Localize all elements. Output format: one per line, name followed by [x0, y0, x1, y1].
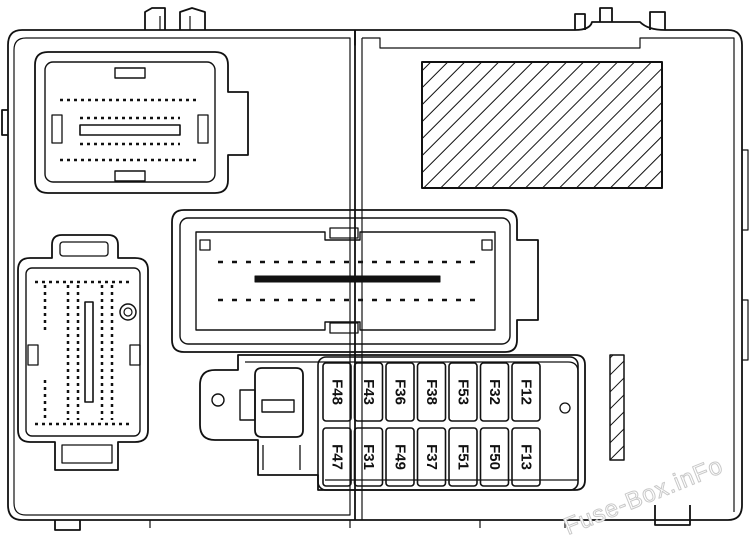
connector-left [17, 234, 149, 471]
fuse-slot [353, 427, 384, 487]
hatched-area [421, 61, 663, 189]
fuse-slot [416, 427, 447, 487]
fuse-slot [448, 427, 478, 487]
fuse-label: F31 [360, 444, 377, 470]
fuse-f13: F13 [511, 427, 541, 487]
fuse-f31: F31 [353, 427, 384, 487]
fuse-label: F43 [360, 379, 377, 405]
fuse-slot [353, 362, 384, 422]
fuse-slot [322, 427, 352, 487]
fuse-label: F38 [423, 379, 440, 405]
connector-center [171, 209, 539, 353]
fuse-label: F37 [423, 444, 440, 470]
fuse-slot [385, 427, 415, 487]
fuse-label: F48 [329, 379, 346, 405]
fuse-slot [511, 427, 541, 487]
fuse-label: F53 [455, 379, 472, 405]
fuse-f51: F51 [448, 427, 478, 487]
fuse-label: F49 [392, 444, 409, 470]
fuse-label: F13 [518, 444, 535, 470]
fuse-f32: F32 [479, 362, 510, 422]
fuse-slot [385, 362, 415, 422]
fuse-f43: F43 [353, 362, 384, 422]
fuse-slot [448, 362, 478, 422]
connector-top-left [34, 51, 249, 194]
fuse-f12: F12 [511, 362, 541, 422]
fuse-f48: F48 [322, 362, 352, 422]
fuse-slot [511, 362, 541, 422]
fuse-f38: F38 [416, 362, 447, 422]
fuse-label: F36 [392, 379, 409, 405]
fuse-label: F32 [486, 379, 503, 405]
fuse-f36: F36 [385, 362, 415, 422]
fuse-f53: F53 [448, 362, 478, 422]
fuse-label: F50 [486, 444, 503, 470]
fuse-slot [479, 427, 510, 487]
fuse-label: F12 [518, 379, 535, 405]
fuse-slot [479, 362, 510, 422]
fuse-panel-frame [199, 354, 586, 491]
fuse-f47: F47 [322, 427, 352, 487]
fuse-slot [322, 362, 352, 422]
fuse-row-bottom: F47 F31 F49 F37 F51 F50 F13 [322, 427, 541, 487]
hatched-strip [609, 354, 625, 461]
fuse-box-housing [1, 7, 749, 531]
fuse-slot [416, 362, 447, 422]
fuse-f49: F49 [385, 427, 415, 487]
fuse-row-top: F48 F43 F36 F38 F53 F32 F12 [322, 362, 541, 422]
fuse-label: F47 [329, 444, 346, 470]
fuse-f50: F50 [479, 427, 510, 487]
fuse-f37: F37 [416, 427, 447, 487]
fuse-label: F51 [455, 444, 472, 470]
